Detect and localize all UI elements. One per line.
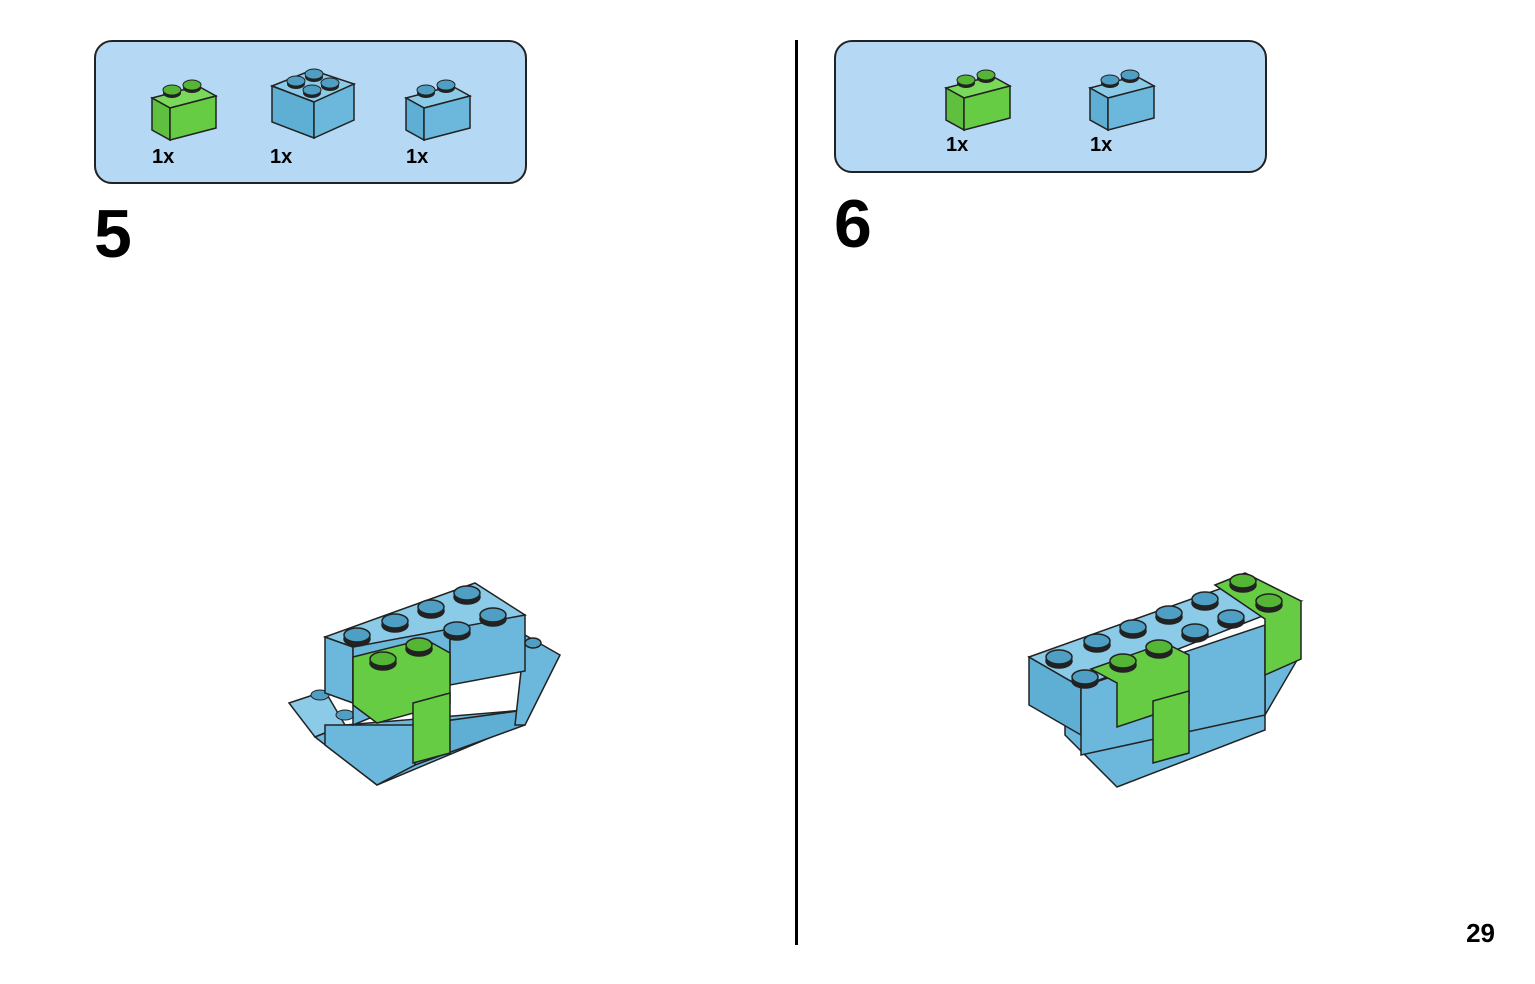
step-6-model-illustration — [1025, 565, 1310, 795]
brick-2x1-blue-icon — [402, 72, 474, 144]
brick-2x1-green-icon — [148, 72, 220, 144]
page-divider — [795, 40, 798, 945]
brick-2x1-blue-icon — [1086, 62, 1158, 134]
step-5-part-1-qty: 1x — [152, 146, 174, 169]
step-5-part-2-qty: 1x — [270, 146, 292, 169]
step-6-parts-box: 1x 1x — [834, 40, 1267, 173]
step-5-number: 5 — [94, 200, 132, 268]
page-number: 29 — [1466, 918, 1495, 949]
brick-2x2-blue-icon — [268, 60, 358, 144]
step-6-part-2-qty: 1x — [1090, 134, 1112, 157]
step-6-number: 6 — [834, 190, 872, 258]
step-5-model-illustration — [285, 575, 570, 795]
step-5-part-3-qty: 1x — [406, 146, 428, 169]
step-6-part-1-qty: 1x — [946, 134, 968, 157]
step-5-parts-box: 1x 1x 1x — [94, 40, 527, 184]
brick-2x1-green-icon — [942, 62, 1014, 134]
